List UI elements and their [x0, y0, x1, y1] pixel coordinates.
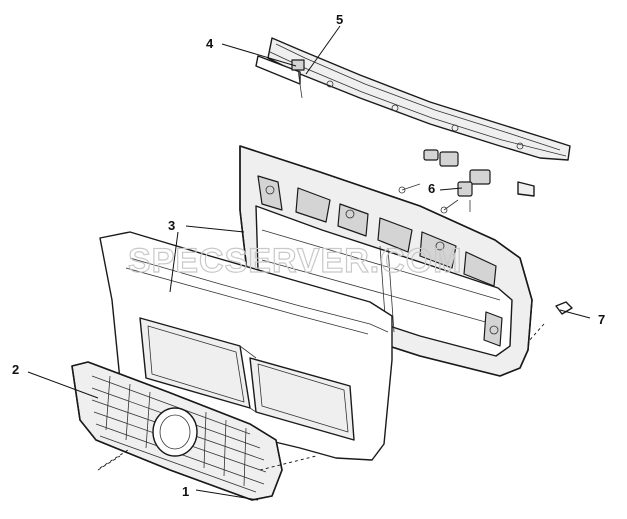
callout-4: 4 — [206, 36, 214, 51]
callout-7: 7 — [598, 312, 605, 327]
leader-3-upper — [185, 225, 245, 233]
watermark-text: SPECSERVER.COM — [128, 242, 463, 280]
leader-1 — [195, 489, 259, 501]
callout-3: 3 — [168, 218, 175, 233]
retaining-clip — [555, 301, 573, 315]
upper-reinforcement-bar — [255, 37, 571, 161]
leader-3-lower — [169, 231, 179, 293]
leader-6 — [439, 187, 463, 191]
leader-2 — [27, 371, 99, 399]
leader-7 — [559, 309, 591, 319]
callout-2: 2 — [12, 362, 19, 377]
leader-5 — [305, 25, 341, 75]
leader-lines — [27, 25, 591, 501]
callout-1: 1 — [182, 484, 189, 499]
callout-5: 5 — [336, 12, 343, 27]
leader-4 — [221, 43, 297, 67]
callout-6: 6 — [428, 181, 435, 196]
callout-labels: 5 4 6 3 7 2 1 — [12, 12, 605, 499]
latch-bracket-hardware — [398, 149, 535, 214]
grille-insert — [71, 361, 283, 501]
